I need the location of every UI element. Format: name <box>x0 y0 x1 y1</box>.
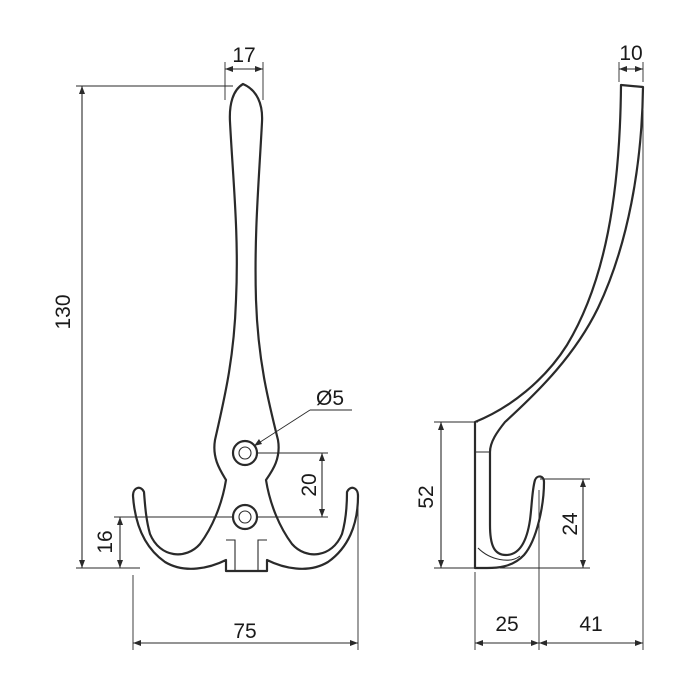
dim-side-hook-height: 52 <box>415 421 478 569</box>
label-side-projection: 41 <box>579 613 602 636</box>
dim-hook-height: 16 <box>94 516 233 568</box>
dim-side-bottom: 25 41 <box>474 490 643 650</box>
label-side-hook-height: 52 <box>415 485 438 508</box>
label-hole-spacing: 20 <box>298 473 321 496</box>
dim-total-width: 75 <box>132 500 359 650</box>
label-hook-height: 16 <box>94 530 117 553</box>
dim-side-tip-height: 24 <box>500 478 590 569</box>
dim-hole-diameter: Ø5 <box>253 387 352 447</box>
label-total-width: 75 <box>233 620 256 643</box>
dim-hole-spacing: 20 <box>257 452 328 518</box>
dim-total-height: 130 <box>52 85 233 569</box>
dim-top-width: 17 <box>224 44 264 100</box>
label-side-tip-height: 24 <box>559 512 582 536</box>
side-hook-profile <box>473 83 645 570</box>
label-hole-diameter: Ø5 <box>316 387 344 410</box>
side-inner-contour <box>475 451 521 561</box>
label-total-height: 130 <box>52 294 75 329</box>
label-side-base-depth: 25 <box>495 613 518 636</box>
label-top-width: 17 <box>232 44 255 67</box>
label-side-thickness: 10 <box>619 42 642 65</box>
dim-side-thickness: 10 <box>618 42 644 82</box>
front-view: 17 130 Ø5 20 <box>52 44 360 650</box>
side-view: 10 52 24 <box>415 42 645 650</box>
front-base-detail <box>226 539 267 571</box>
lower-hole <box>231 503 259 531</box>
front-hook-body <box>131 82 360 573</box>
upper-hole <box>231 439 259 467</box>
